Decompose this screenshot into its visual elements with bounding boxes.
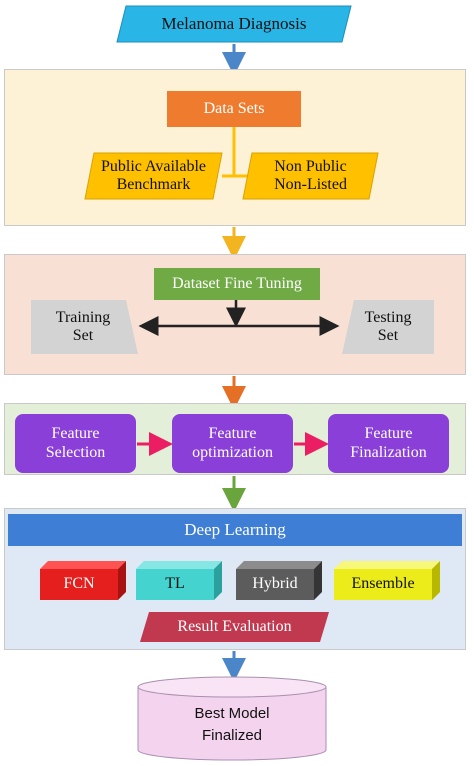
datasets-head: Data Sets — [167, 91, 301, 127]
datasets-public-line2: Benchmark — [116, 176, 191, 193]
final-model-line2: Finalized — [201, 727, 263, 744]
model-ensemble-label: Ensemble — [351, 575, 415, 593]
feature-finalization-line1: Feature — [364, 425, 413, 443]
datasets-public-line1: Public Available — [100, 157, 206, 175]
final-model-line1: Best Model — [194, 705, 270, 723]
training-set-line1: Training — [55, 308, 111, 326]
feature-finalization-line2: Finalization — [350, 443, 427, 461]
model-ensemble-box — [334, 561, 440, 600]
model-hybrid-label: Hybrid — [252, 575, 298, 593]
feature-selection-line2: Selection — [45, 443, 106, 461]
feature-selection: Feature Selection — [15, 414, 136, 473]
datasets-public: Public Available Benchmark — [85, 153, 222, 199]
datasets-nonpublic-line2: Non-Listed — [274, 176, 347, 193]
datasets-nonpublic-line1: Non Public — [274, 157, 347, 175]
deeplearning-head: Deep Learning — [8, 514, 462, 546]
training-set-line2: Set — [72, 327, 94, 344]
testing-set-line2: Set — [377, 327, 399, 344]
model-fcn-label: FCN — [63, 575, 95, 593]
feature-finalization: Feature Finalization — [328, 414, 449, 473]
datasets-nonpublic: Non Public Non-Listed — [243, 153, 378, 199]
model-hybrid-box — [236, 561, 322, 600]
result-evaluation: Result Evaluation — [177, 617, 292, 635]
model-fcn-box — [40, 561, 126, 600]
feature-selection-line1: Feature — [51, 425, 100, 443]
feature-optimization-line2: optimization — [192, 443, 273, 461]
model-tl-box — [136, 561, 222, 600]
final-model: Best Model Finalized — [138, 700, 326, 750]
diagram-title: Melanoma Diagnosis — [161, 14, 307, 34]
testing-set: Testing Set — [342, 300, 434, 354]
testing-set-line1: Testing — [364, 308, 412, 326]
model-tl-label: TL — [165, 575, 185, 593]
finetuning-head: Dataset Fine Tuning — [154, 268, 320, 300]
feature-optimization-line1: Feature — [208, 425, 257, 443]
feature-optimization: Feature optimization — [172, 414, 293, 473]
training-set: Training Set — [31, 300, 135, 354]
